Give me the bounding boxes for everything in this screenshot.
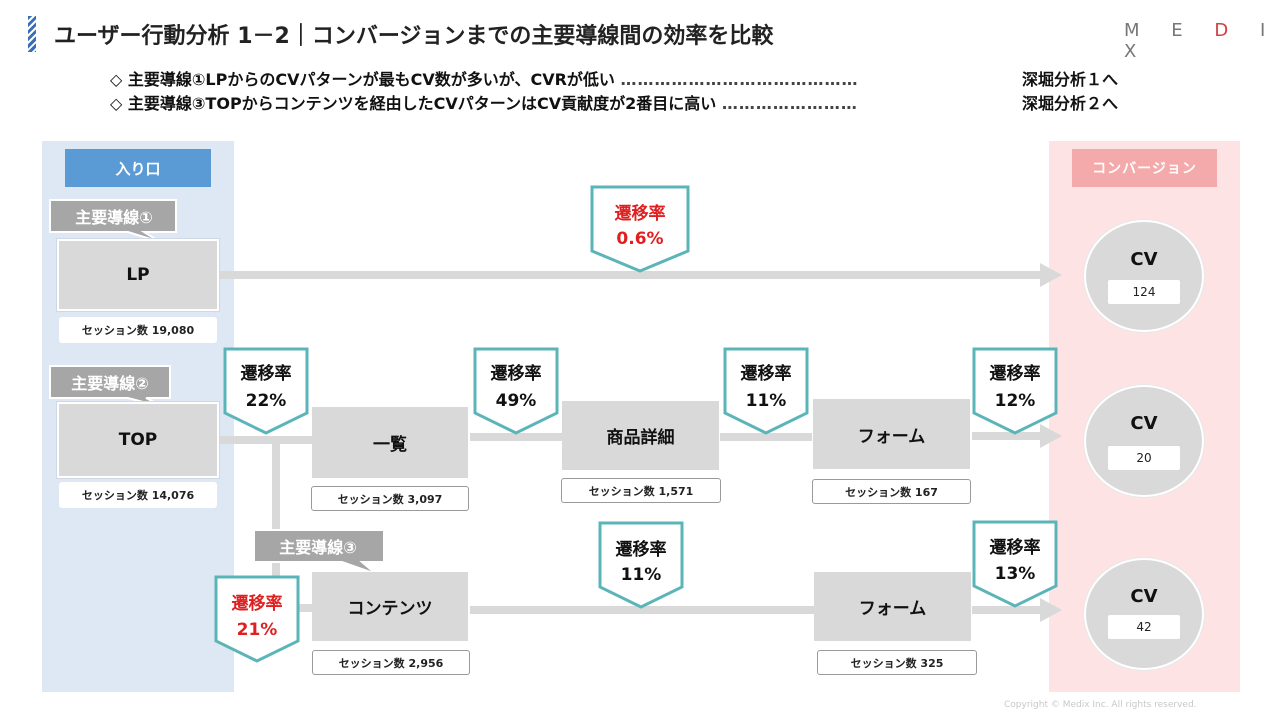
conversion-header: コンバージョン [1072, 149, 1217, 187]
rate-content-form-value: 11% [620, 565, 662, 585]
lp-session-count: セッション数 19,080 [59, 317, 217, 343]
rate-list-product-value: 49% [495, 391, 537, 411]
rate-list-product: 遷移率 49% [473, 347, 559, 435]
top-to-list-line [218, 436, 312, 444]
product-to-form-line [720, 433, 812, 441]
top-session-count: セッション数 14,076 [59, 482, 217, 508]
route1-label: 主要導線① [75, 208, 153, 227]
cv-circle-route3 [1084, 558, 1204, 670]
finding-1-leader: …………………………………… [620, 70, 859, 89]
rate-form2-cv: 遷移率 13% [972, 520, 1058, 608]
product-session-count: セッション数 1,571 [561, 478, 721, 503]
entry-header: 入り口 [65, 149, 211, 187]
rate-form-cv-title: 遷移率 [989, 364, 1041, 384]
rate-content-form: 遷移率 11% [598, 521, 684, 609]
rate-lp-cv: 遷移率 0.6% [590, 185, 690, 273]
content-session-count: セッション数 2,956 [312, 650, 470, 675]
rate-form-cv-value: 12% [994, 391, 1036, 411]
rate-form2-cv-title: 遷移率 [989, 538, 1041, 558]
node-content: コンテンツ [312, 572, 468, 641]
rate-form-cv: 遷移率 12% [972, 347, 1058, 435]
list-session-count: セッション数 3,097 [311, 486, 469, 511]
rate-lp-cv-title: 遷移率 [614, 204, 666, 224]
cv-circle-route1 [1084, 220, 1204, 332]
rate-top-list-title: 遷移率 [240, 364, 292, 384]
top-to-content-line [272, 440, 280, 608]
rate-top-list: 遷移率 22% [223, 347, 309, 435]
rate-product-form-value: 11% [745, 391, 787, 411]
cv-circle-route2 [1084, 385, 1204, 497]
title-accent-bar [28, 16, 36, 52]
route3-cv-arrowhead [1040, 598, 1062, 622]
finding-2-link[interactable]: 深堀分析２へ [1022, 94, 1119, 113]
node-top: TOP [57, 402, 219, 478]
lp-to-cv-line [218, 271, 1042, 279]
cv-count-route2: 20 [1108, 446, 1180, 470]
finding-1-text: ◇ 主要導線①LPからのCVパターンが最もCV数が多いが、CVRが低い [110, 70, 615, 89]
finding-2: ◇ 主要導線③TOPからコンテンツを経由したCVパターンはCV貢献度が2番目に高… [110, 90, 858, 114]
rate-product-form-title: 遷移率 [740, 364, 792, 384]
route1-tag [49, 199, 177, 243]
cv-label-route1: CV [1130, 249, 1158, 270]
cv-label-route3: CV [1130, 586, 1158, 607]
form-route3-session-count: セッション数 325 [817, 650, 977, 675]
finding-2-leader: …………………… [721, 94, 858, 113]
finding-2-text: ◇ 主要導線③TOPからコンテンツを経由したCVパターンはCV貢献度が2番目に高… [110, 94, 717, 113]
form-to-cv-line [972, 432, 1042, 440]
copyright-notice: Copyright © Medix Inc. All rights reserv… [1004, 700, 1197, 710]
rate-lp-cv-value: 0.6% [616, 229, 664, 249]
route3-tag [253, 529, 385, 575]
cv-label-route2: CV [1130, 413, 1158, 434]
cv-count-route3: 42 [1108, 615, 1180, 639]
page-title: ユーザー行動分析 1－2｜コンバージョンまでの主要導線間の効率を比較 [54, 24, 774, 49]
node-lp: LP [57, 239, 219, 311]
rate-product-form: 遷移率 11% [723, 347, 809, 435]
rate-list-product-title: 遷移率 [490, 364, 542, 384]
rate-top-content: 遷移率 21% [214, 575, 300, 663]
lp-cv-arrowhead [1040, 263, 1062, 287]
route3-label: 主要導線③ [279, 538, 357, 557]
route2-label: 主要導線② [71, 374, 149, 393]
node-list: 一覧 [312, 407, 468, 478]
list-to-product-line [470, 433, 562, 441]
rate-content-form-title: 遷移率 [615, 540, 667, 560]
rate-form2-cv-value: 13% [994, 564, 1036, 584]
node-form-route3: フォーム [814, 572, 971, 641]
cv-count-route1: 124 [1108, 280, 1180, 304]
company-logo: M E D I X [1124, 20, 1279, 62]
finding-1-link[interactable]: 深堀分析１へ [1022, 70, 1119, 89]
route2-cv-arrowhead [1040, 424, 1062, 448]
rate-top-content-value: 21% [236, 620, 278, 640]
form-route2-session-count: セッション数 167 [812, 479, 971, 504]
rate-top-content-title: 遷移率 [231, 594, 283, 614]
node-product-detail: 商品詳細 [562, 401, 719, 470]
finding-1: ◇ 主要導線①LPからのCVパターンが最もCV数が多いが、CVRが低い …………… [110, 66, 859, 90]
content-to-form-line [470, 606, 814, 614]
node-form-route2: フォーム [813, 399, 970, 469]
rate-top-list-value: 22% [245, 391, 287, 411]
form2-to-cv-line [972, 606, 1042, 614]
